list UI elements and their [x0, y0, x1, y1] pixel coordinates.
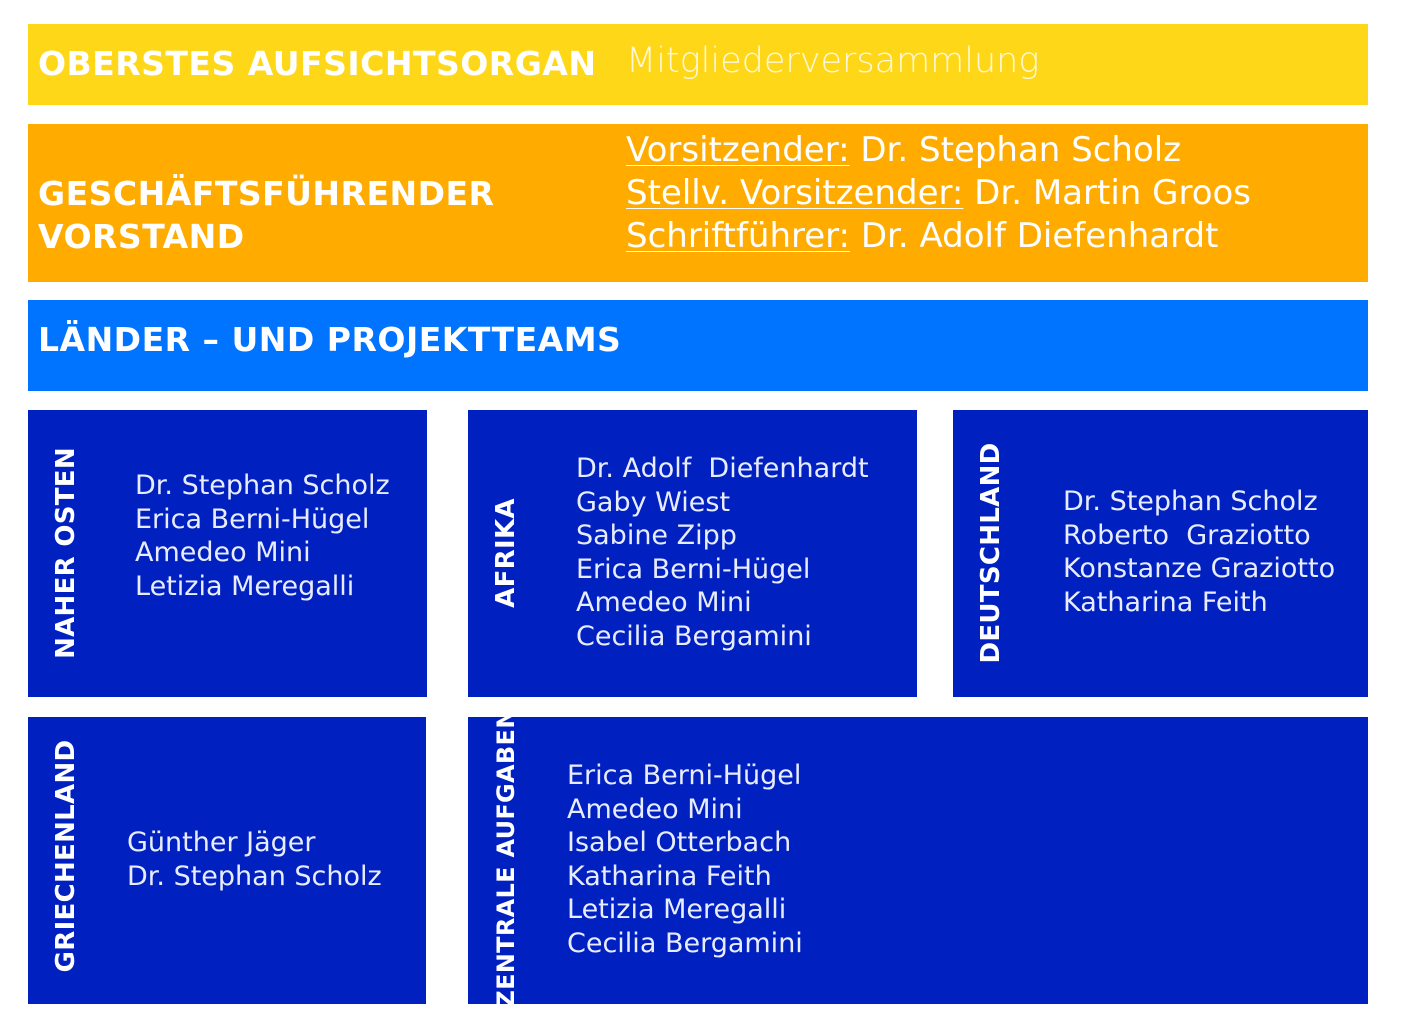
board-roles: Vorsitzender: Dr. Stephan Scholz Stellv.… [626, 129, 1251, 258]
team-label-afrika: AFRIKA [491, 498, 521, 608]
list-item: Cecilia Bergamini [576, 620, 812, 652]
team-members-zentrale-aufgaben: Erica Berni-Hügel Amedeo Mini Isabel Ott… [567, 759, 803, 960]
list-item: Dr. Stephan Scholz [135, 470, 390, 501]
role-name: Dr. Stephan Scholz [849, 130, 1182, 170]
board-title-line2: VORSTAND [38, 217, 245, 256]
board-band: GESCHÄFTSFÜHRENDER VORSTAND Vorsitzender… [28, 124, 1368, 282]
board-role-vice-chair: Stellv. Vorsitzender: Dr. Martin Groos [626, 172, 1251, 215]
board-title: GESCHÄFTSFÜHRENDER VORSTAND [38, 172, 494, 258]
list-item: Sabine Zipp [576, 520, 737, 551]
role-name: Dr. Adolf Diefenhardt [850, 216, 1219, 256]
team-box-deutschland: DEUTSCHLAND Dr. Stephan Scholz Roberto G… [953, 410, 1368, 697]
board-title-line1: GESCHÄFTSFÜHRENDER [38, 174, 495, 213]
role-label: Schriftführer: [626, 216, 851, 256]
list-item: Amedeo Mini [576, 587, 752, 618]
role-label: Stellv. Vorsitzender: [626, 173, 964, 213]
list-item: Konstanze Graziotto [1063, 553, 1336, 584]
team-label-naher-osten: NAHER OSTEN [51, 447, 81, 659]
role-label: Vorsitzender: [626, 130, 850, 170]
team-members-afrika: Dr. Adolf Diefenhardt Gaby Wiest Sabine … [576, 452, 869, 653]
role-name: Dr. Martin Groos [963, 173, 1252, 213]
team-box-griechenland: GRIECHENLAND Günther Jäger Dr. Stephan S… [28, 717, 426, 1004]
team-label-deutschland: DEUTSCHLAND [976, 442, 1006, 664]
list-item: Gaby Wiest [576, 486, 731, 518]
list-item: Roberto Graziotto [1063, 519, 1311, 551]
team-box-naher-osten: NAHER OSTEN Dr. Stephan Scholz Erica Ber… [28, 410, 427, 697]
list-item: Letizia Meregalli [135, 570, 355, 602]
supervisory-title: OBERSTES AUFSICHTSORGAN [38, 44, 597, 83]
board-role-secretary: Schriftführer: Dr. Adolf Diefenhardt [626, 215, 1251, 258]
team-members-naher-osten: Dr. Stephan Scholz Erica Berni-Hügel Ame… [135, 469, 390, 603]
team-label-griechenland: GRIECHENLAND [51, 739, 81, 973]
list-item: Erica Berni-Hügel [576, 553, 811, 585]
list-item: Katharina Feith [1063, 586, 1268, 618]
list-item: Amedeo Mini [135, 537, 311, 568]
list-item: Erica Berni-Hügel [135, 503, 370, 535]
list-item: Katharina Feith [567, 860, 772, 892]
teams-header-title: LÄNDER – UND PROJEKTTEAMS [38, 320, 622, 359]
list-item: Amedeo Mini [567, 793, 743, 825]
board-role-chair: Vorsitzender: Dr. Stephan Scholz [626, 129, 1251, 172]
teams-header-band: LÄNDER – UND PROJEKTTEAMS [28, 300, 1368, 391]
team-label-zentrale-aufgaben: ZENTRALE AUFGABEN [492, 708, 520, 1008]
list-item: Isabel Otterbach [567, 827, 792, 858]
list-item: Dr. Adolf Diefenhardt [576, 453, 869, 484]
team-box-zentrale-aufgaben: ZENTRALE AUFGABEN Erica Berni-Hügel Amed… [468, 708, 1368, 1008]
list-item: Erica Berni-Hügel [567, 760, 802, 791]
list-item: Cecilia Bergamini [567, 927, 803, 959]
team-box-afrika: AFRIKA Dr. Adolf Diefenhardt Gaby Wiest … [468, 410, 917, 697]
list-item: Dr. Stephan Scholz [127, 860, 382, 892]
list-item: Günther Jäger [127, 827, 316, 858]
team-members-griechenland: Günther Jäger Dr. Stephan Scholz [127, 826, 382, 893]
supervisory-band: OBERSTES AUFSICHTSORGAN Mitgliederversam… [28, 24, 1368, 105]
supervisory-value: Mitgliederversammlung [626, 41, 1040, 81]
list-item: Letizia Meregalli [567, 894, 787, 925]
team-members-deutschland: Dr. Stephan Scholz Roberto Graziotto Kon… [1063, 485, 1335, 619]
list-item: Dr. Stephan Scholz [1063, 486, 1318, 517]
